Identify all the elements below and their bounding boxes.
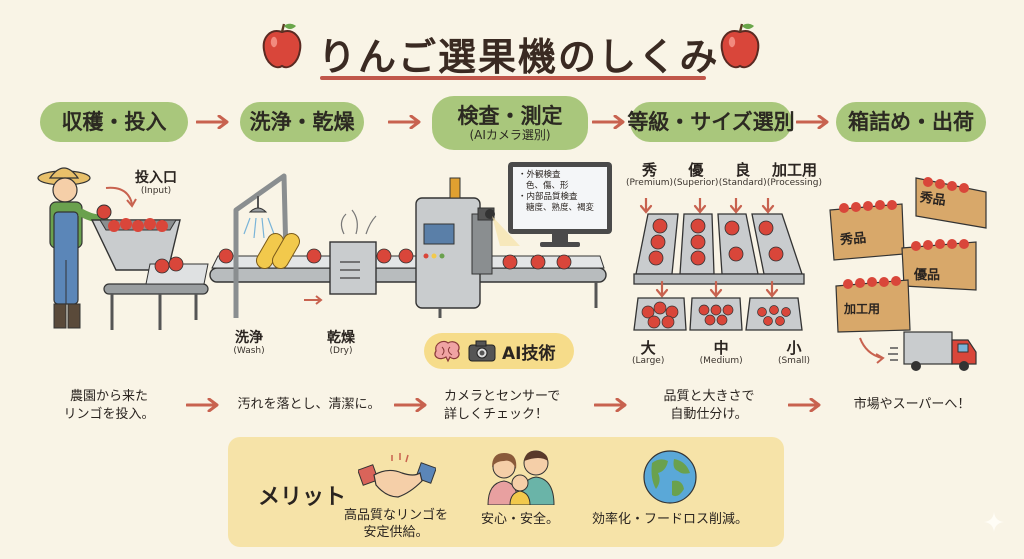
arrow-right-icon	[796, 115, 829, 129]
step-harvest-input: 収穫・投入	[40, 102, 188, 142]
apple-icon	[262, 22, 302, 69]
box-label-premium: 秀品	[839, 230, 867, 249]
grade-label: 加工用	[771, 161, 817, 179]
brain-icon	[434, 340, 460, 363]
step-label: 箱詰め・出荷	[848, 110, 974, 134]
size-large: 大(Large)	[632, 340, 664, 374]
grade-sub: (Premium)	[626, 178, 674, 188]
sorting-trays-illustration	[633, 198, 805, 331]
camera-icon	[468, 340, 496, 362]
grade-premium: 秀(Premium)	[626, 162, 673, 196]
grade-label: 秀	[642, 161, 658, 179]
conveyor-line-illustration	[209, 173, 607, 318]
page-title: りんご選果機のしくみ	[318, 35, 720, 79]
arrow-right-icon	[592, 115, 625, 129]
family-icon	[487, 450, 555, 505]
step-label: 洗浄・乾燥	[249, 110, 355, 134]
grade-sub: (Processing)	[766, 178, 822, 188]
handshake-icon	[358, 453, 436, 498]
wash-label-text: 洗浄	[235, 330, 263, 346]
size-small: 小(Small)	[778, 340, 810, 374]
arrow-right-icon	[788, 398, 821, 412]
box-label-premium: 秀品	[918, 190, 947, 209]
input-label-sub: (Input)	[140, 186, 172, 196]
size-label: 大	[640, 339, 656, 357]
grade-label: 優	[688, 161, 704, 179]
desc-line: 詳しくチェック！	[444, 407, 549, 422]
dry-label: 乾燥 (Dry)	[316, 330, 366, 357]
step-label: 等級・サイズ選別	[627, 110, 795, 134]
grade-standard: 良(Standard)	[719, 162, 767, 196]
input-label-text: 投入口	[135, 170, 177, 186]
size-label: 小	[786, 339, 802, 357]
arrow-right-icon	[388, 115, 421, 129]
arrow-right-icon	[196, 115, 229, 129]
desc-harvest: 農園から来た リンゴを投入。	[54, 388, 164, 424]
desc-line: カメラとセンサーで	[444, 389, 561, 404]
wash-label: 洗浄 (Wash)	[224, 330, 274, 357]
arrow-right-icon	[594, 398, 627, 412]
desc-line: 汚れを落とし、清潔に。	[237, 397, 381, 412]
merit-safety: 安心・安全。	[480, 511, 560, 528]
step-label: 検査・測定	[457, 104, 563, 128]
step-packing-shipping: 箱詰め・出荷	[836, 102, 986, 142]
inspection-monitor: ・外観検査 色、傷、形 ・内部品質検査 糖度、熟度、褐変	[508, 162, 612, 250]
merits-panel: メリット 高品質なリンゴを 安定供給。 安心・安全。 効率化・フードロス削減。	[228, 437, 784, 547]
merits-title: メリット	[258, 485, 347, 510]
desc-grading: 品質と大きさで 自動仕分け。	[654, 388, 764, 424]
grade-processing: 加工用(Processing)	[767, 162, 822, 196]
box-label-processing: 加工用	[844, 302, 881, 316]
merit-supply: 高品質なリンゴを 安定供給。	[336, 507, 456, 541]
monitor-line: ・内部品質検査	[518, 192, 578, 202]
grade-labels: 秀(Premium) 優(Superior) 良(Standard) 加工用(P…	[626, 162, 822, 196]
apple-icon	[720, 22, 760, 69]
size-labels: 大(Large) 中(Medium) 小(Small)	[632, 340, 810, 374]
grade-superior: 優(Superior)	[673, 162, 718, 196]
grade-label: 良	[735, 161, 751, 179]
size-label: 中	[713, 339, 729, 357]
globe-icon	[643, 450, 697, 504]
arrow-right-icon	[186, 398, 219, 412]
wash-label-sub: (Wash)	[233, 346, 265, 356]
monitor-line: 糖度、熟度、褐変	[526, 203, 595, 213]
merit-caption: 安定供給。	[363, 525, 429, 540]
dry-label-sub: (Dry)	[329, 346, 353, 356]
sparkle-icon	[984, 512, 1004, 532]
title-underline	[320, 76, 706, 80]
step-grading: 等級・サイズ選別	[627, 102, 795, 142]
monitor-line: ・外観検査	[518, 170, 561, 180]
desc-line: リンゴを投入。	[63, 407, 155, 422]
merit-caption: 効率化・フードロス削減。	[591, 512, 748, 527]
step-wash-dry: 洗浄・乾燥	[240, 102, 364, 142]
ai-technology-badge: AI技術	[424, 333, 574, 369]
input-label: 投入口 (Input)	[126, 170, 186, 197]
title-banner: りんご選果機のしくみ	[250, 18, 774, 88]
merit-caption: 安心・安全。	[480, 512, 559, 527]
size-sub: (Small)	[777, 356, 810, 366]
desc-inspection: カメラとセンサーで 詳しくチェック！	[444, 388, 574, 424]
size-sub: (Large)	[632, 356, 665, 366]
box-label-superior: 優品	[914, 268, 941, 283]
desc-line: 農園から来た	[69, 389, 148, 404]
size-sub: (Medium)	[699, 356, 743, 366]
grade-sub: (Superior)	[673, 178, 719, 188]
step-label: 収穫・投入	[61, 110, 167, 134]
shipping-boxes-illustration	[829, 177, 987, 371]
monitor-line: 色、傷、形	[526, 181, 569, 191]
dry-label-text: 乾燥	[327, 330, 355, 346]
merit-efficiency: 効率化・フードロス削減。	[590, 511, 750, 528]
ai-badge-label: AI技術	[502, 343, 556, 364]
grade-sub: (Standard)	[718, 178, 767, 188]
desc-line: 品質と大きさで	[663, 389, 755, 404]
step-sublabel: (AIカメラ選別)	[469, 128, 551, 142]
merit-caption: 高品質なリンゴを	[343, 508, 448, 523]
desc-line: 自動仕分け。	[670, 407, 748, 422]
size-medium: 中(Medium)	[700, 340, 743, 374]
desc-line: 市場やスーパーへ！	[853, 397, 971, 412]
desc-shipping: 市場やスーパーへ！	[842, 396, 982, 414]
step-inspection: 検査・測定 (AIカメラ選別)	[432, 96, 588, 150]
desc-wash: 汚れを落とし、清潔に。	[234, 396, 384, 414]
arrow-right-icon	[394, 398, 427, 412]
farmer-hopper-illustration	[37, 167, 209, 330]
